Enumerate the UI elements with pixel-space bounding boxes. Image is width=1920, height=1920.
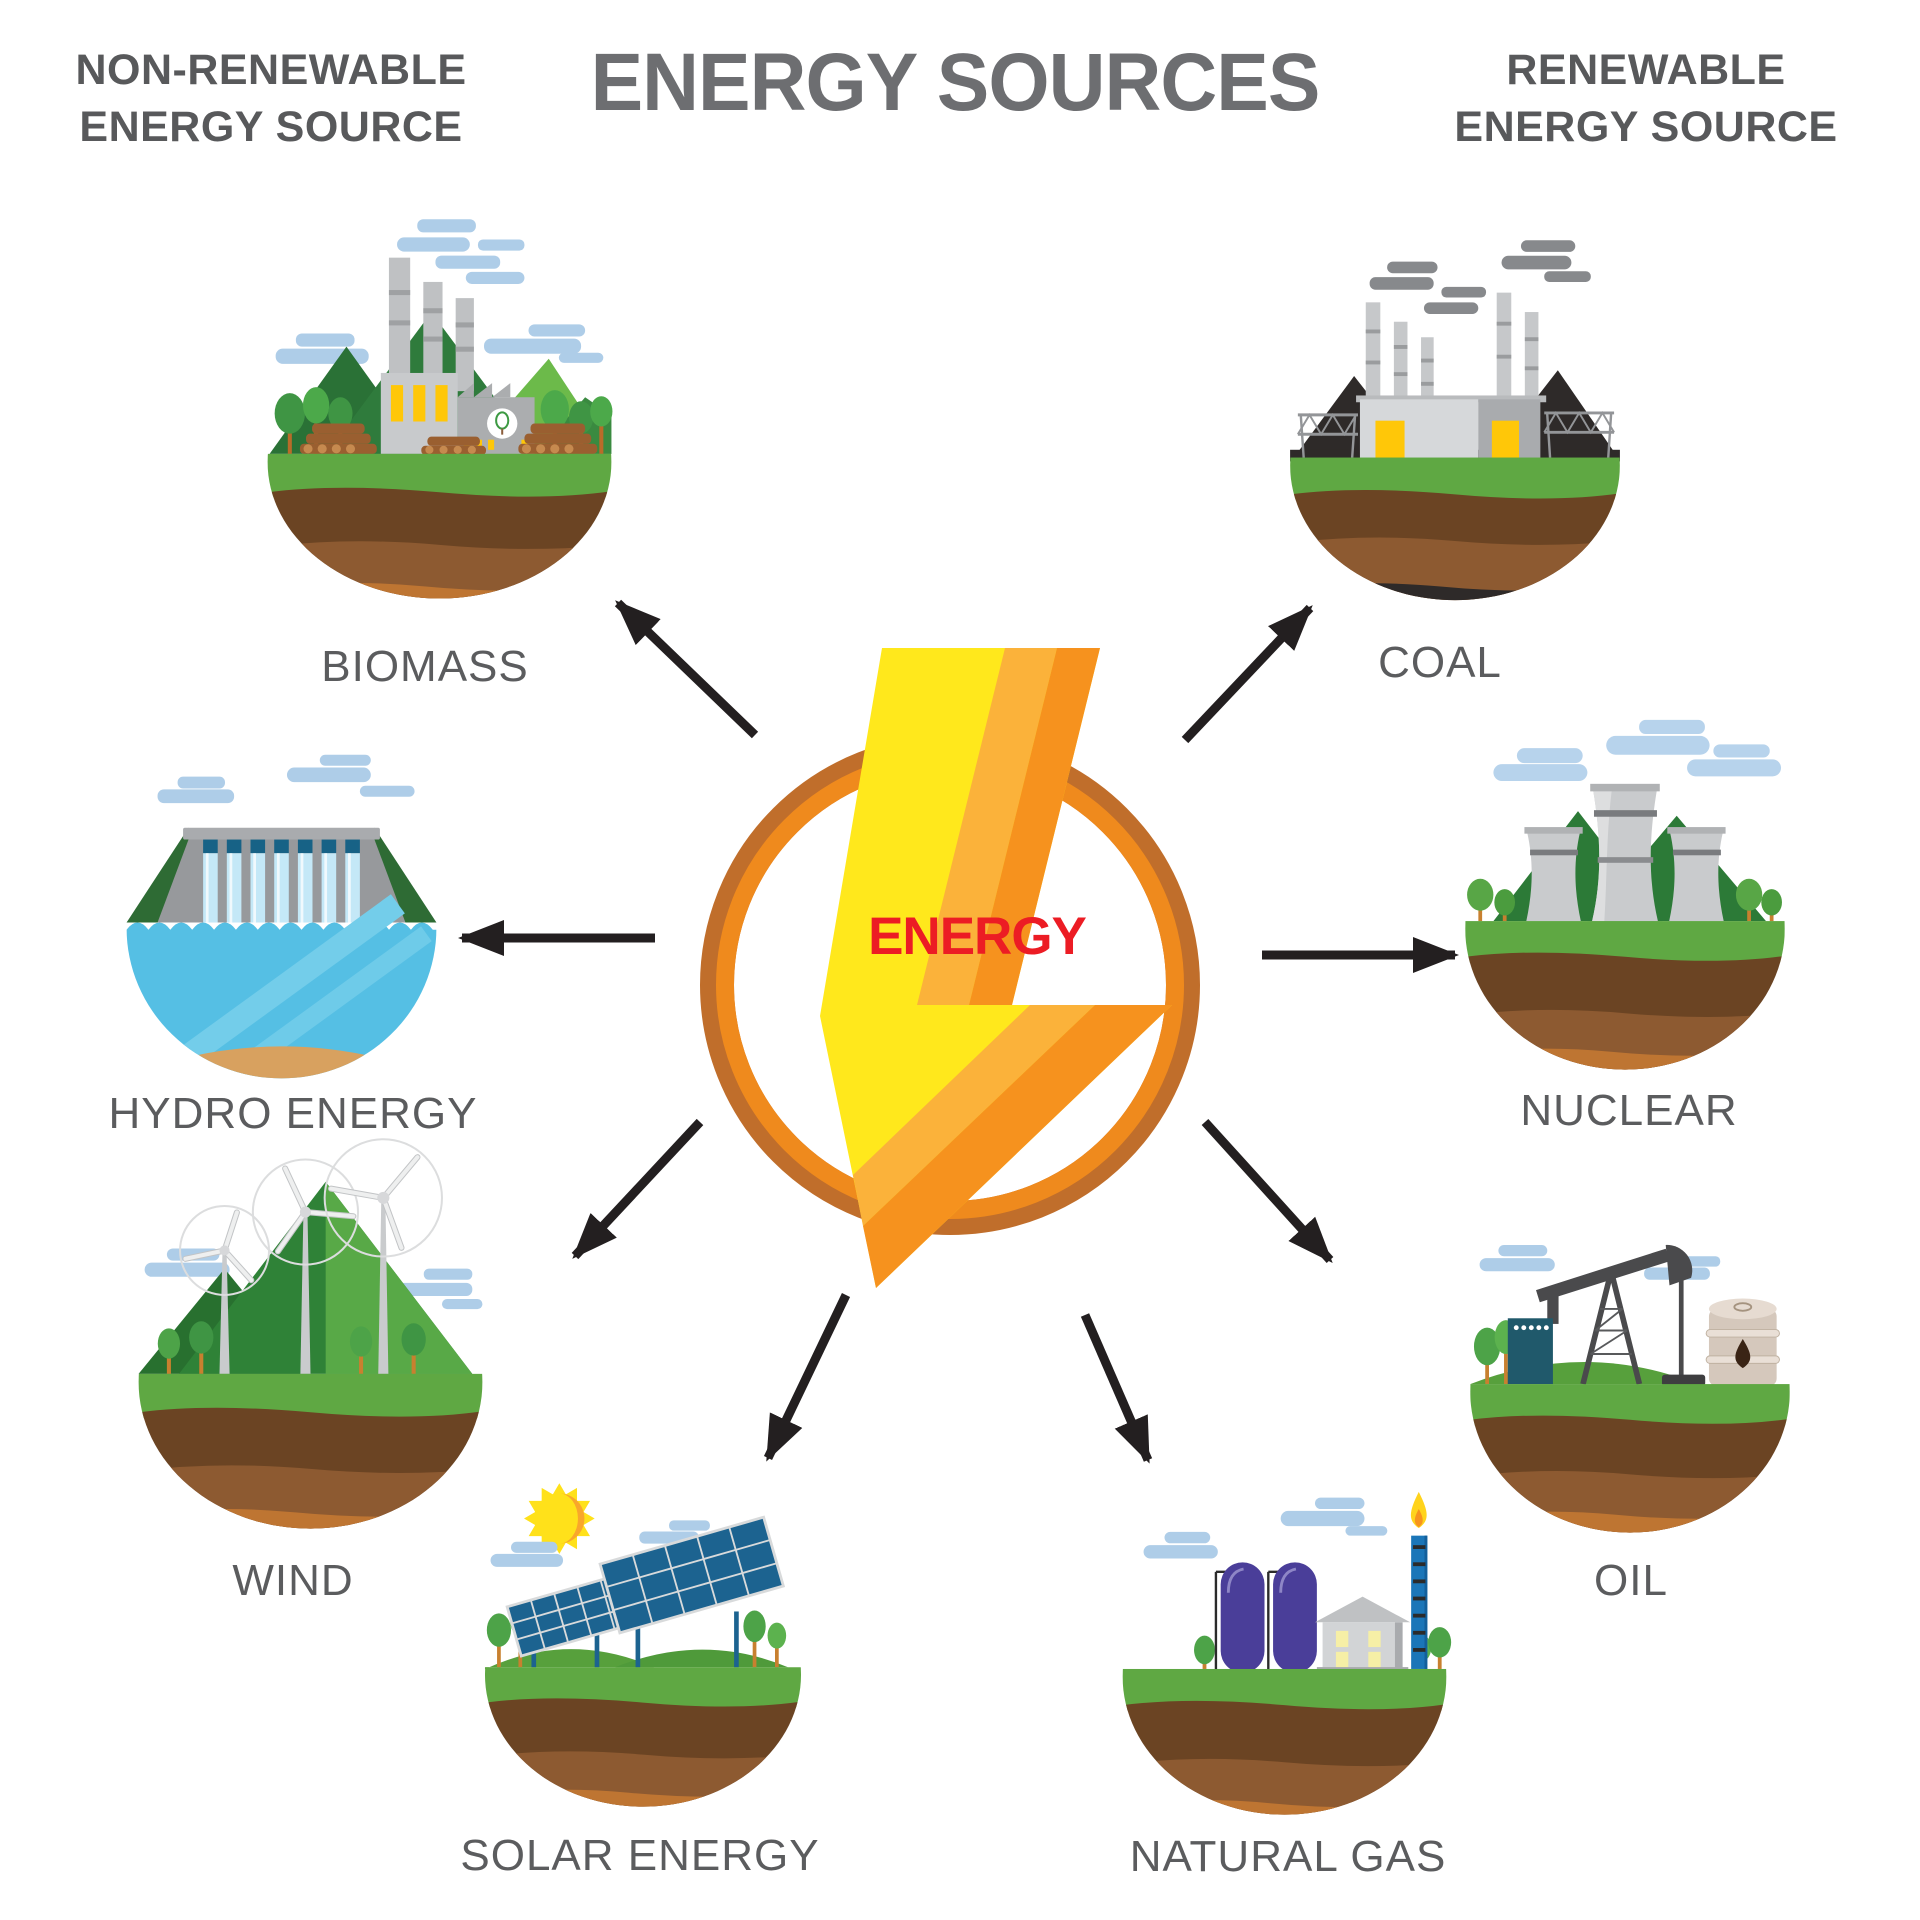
log-piles: [299, 423, 598, 455]
earth-cross-section: [138, 1373, 483, 1529]
nuclear-label: NUCLEAR: [1520, 1086, 1738, 1135]
biomass-scene: [269, 219, 613, 455]
solar-label: SOLAR ENERGY: [460, 1831, 820, 1880]
gas-storage-tanks: [1214, 1562, 1317, 1673]
solar-scene: [484, 1483, 789, 1670]
earth-cross-section: [1290, 457, 1620, 601]
clouds: [157, 754, 415, 804]
trees: [157, 1321, 426, 1374]
nuclear-island-icon: [1465, 719, 1785, 1070]
wind-scene: [138, 1138, 483, 1374]
arrow-to-oil: [1201, 1118, 1334, 1264]
earth-cross-section: [1470, 1384, 1790, 1533]
hydro-island-icon: [126, 754, 437, 1079]
natural-gas-island-icon: [1122, 1491, 1452, 1815]
oil-island-icon: [1470, 1244, 1790, 1533]
biomass-label: BIOMASS: [321, 642, 529, 691]
gas-plant-house: [1314, 1596, 1411, 1673]
arrow-to-biomass: [614, 599, 759, 739]
nuclear-scene: [1467, 719, 1782, 922]
arrow-to-solar: [763, 1293, 851, 1462]
power-plant-chimneys: [1365, 292, 1539, 411]
flare-stack: [1410, 1491, 1428, 1669]
connector-arrows: [458, 599, 1459, 1464]
natural-gas-label: NATURAL GAS: [1129, 1832, 1447, 1881]
wind-turbines: [179, 1138, 443, 1374]
right-header-line1: RENEWABLE: [1506, 46, 1786, 94]
biomass-island-icon: [267, 219, 613, 599]
arrow-to-coal: [1181, 604, 1314, 744]
lightning-bolt-icon: [820, 648, 1172, 1288]
wind-island-icon: [138, 1138, 483, 1529]
oil-barrel: [1705, 1298, 1780, 1386]
chimney-smoke: [397, 219, 525, 284]
pump-station-building: [1507, 1318, 1553, 1385]
gas-scene: [1143, 1491, 1452, 1673]
right-header-line2: ENERGY SOURCE: [1454, 103, 1838, 151]
dam: [157, 827, 406, 923]
arrow-to-natural-gas: [1080, 1313, 1153, 1464]
sun-icon: [524, 1483, 595, 1554]
earth-cross-section: [1122, 1668, 1447, 1815]
coal-island-icon: [1290, 240, 1620, 601]
coal-label: COAL: [1378, 638, 1502, 687]
cooling-towers: [1524, 783, 1726, 922]
earth-cross-section: [1465, 921, 1785, 1070]
steam-clouds: [1493, 719, 1782, 782]
factory-chimneys: [388, 257, 474, 392]
oil-scene: [1470, 1244, 1780, 1386]
solar-island-icon: [484, 1483, 802, 1807]
arrow-to-wind: [571, 1118, 704, 1260]
pumpjack: [1536, 1244, 1706, 1386]
wind-label: WIND: [232, 1556, 354, 1605]
left-header-line2: ENERGY SOURCE: [79, 103, 463, 151]
earth-cross-section: [267, 453, 612, 599]
oil-label: OIL: [1594, 1556, 1668, 1605]
hydro-scene: [126, 754, 437, 923]
coal-plant-building: [1356, 395, 1547, 460]
solar-panels: [505, 1515, 786, 1668]
left-header-line1: NON-RENEWABLE: [75, 46, 467, 94]
earth-cross-section: [484, 1667, 802, 1807]
page-title: ENERGY SOURCES: [590, 37, 1321, 128]
coal-scene: [1290, 240, 1620, 462]
right-column-header: RENEWABLE ENERGY SOURCE: [1454, 42, 1837, 156]
smoke: [1369, 240, 1591, 314]
clouds: [1143, 1497, 1388, 1559]
left-column-header: NON-RENEWABLE ENERGY SOURCE: [75, 42, 466, 156]
hydro-label: HYDRO ENERGY: [108, 1089, 478, 1138]
hub-energy-label: ENERGY: [868, 907, 1087, 966]
trees: [1467, 878, 1782, 922]
lattice-towers: [1297, 411, 1615, 458]
